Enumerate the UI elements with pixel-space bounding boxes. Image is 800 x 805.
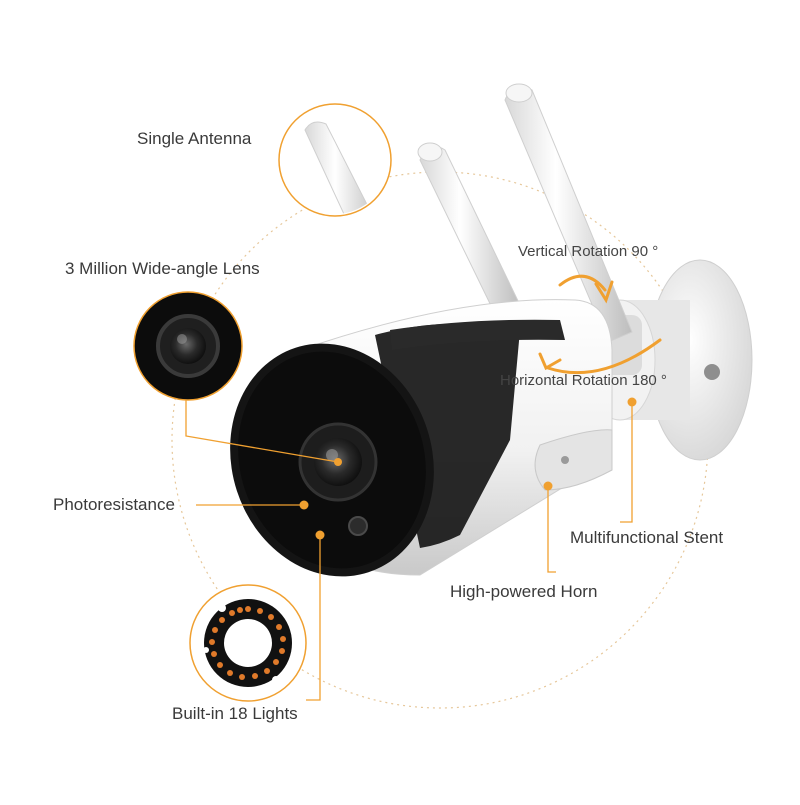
label-photoresistance: Photoresistance (53, 495, 175, 514)
horn-dot (543, 481, 553, 491)
antennas (417, 83, 633, 343)
label-stent: Multifunctional Stent (570, 528, 724, 547)
lens-dot (334, 458, 342, 466)
leader-lines (185, 400, 633, 701)
marker-dots (299, 397, 637, 540)
label-lights: Built-in 18 Lights (172, 704, 298, 723)
label-single-antenna: Single Antenna (137, 129, 252, 148)
label-horizontal-rotation: Horizontal Rotation 180 ° (500, 372, 667, 389)
label-lens: 3 Million Wide-angle Lens (65, 259, 260, 278)
camera-body (230, 299, 613, 577)
callout-lens (133, 291, 243, 401)
lights-dot (315, 530, 325, 540)
rotation-arrows (538, 274, 662, 375)
callout-antenna (278, 103, 392, 217)
stent-dot (627, 397, 637, 407)
photoresistance-dot (299, 500, 309, 510)
callout-lights (189, 584, 307, 702)
label-horn: High-powered Horn (450, 582, 598, 601)
label-vertical-rotation: Vertical Rotation 90 ° (518, 243, 659, 260)
